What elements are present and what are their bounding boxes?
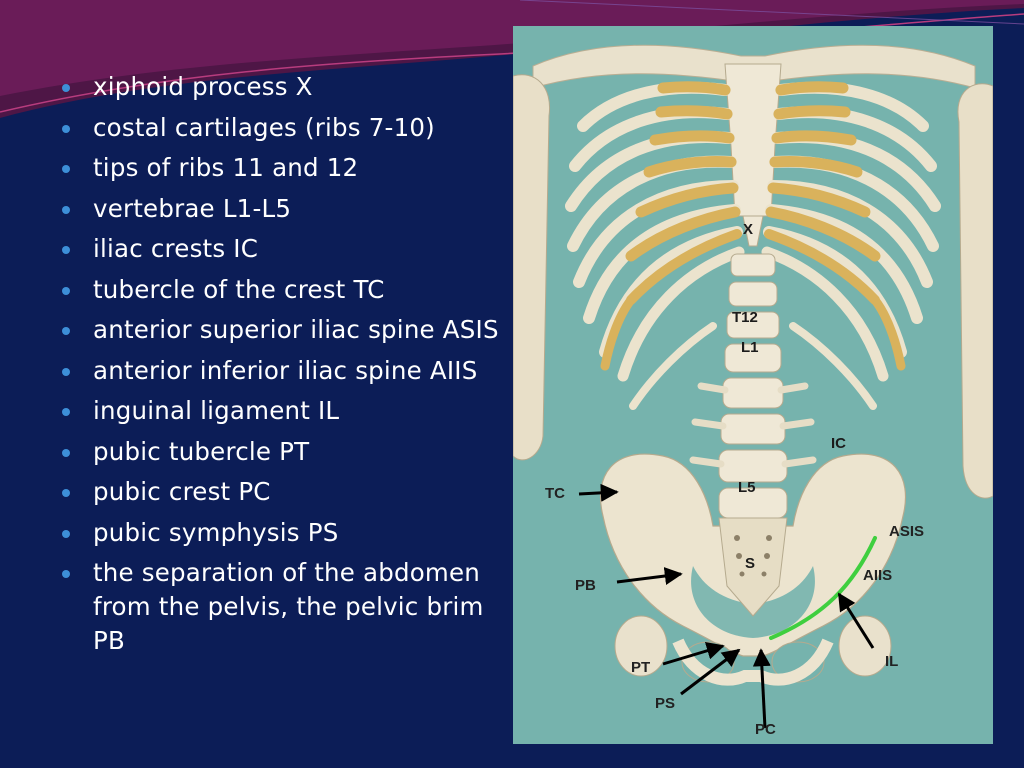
label-ps: PS	[655, 695, 675, 712]
bullet-text: xiphoid process X	[93, 72, 313, 101]
inguinal-ligament	[769, 536, 877, 640]
bullet-text: anterior inferior iliac spine AIIS	[93, 355, 478, 385]
bullet-dot-icon	[62, 489, 70, 497]
bullet-dot-icon	[62, 408, 70, 416]
bullet-item: inguinal ligament IL	[62, 394, 502, 428]
label-l5: L5	[738, 479, 756, 496]
bullet-text: the separation of the abdomen from the p…	[93, 558, 484, 655]
label-aiis: AIIS	[863, 567, 892, 584]
bullet-item: pubic crest PC	[62, 475, 502, 509]
bullet-item: vertebrae L1-L5	[62, 192, 502, 226]
bullet-dot-icon	[62, 165, 70, 173]
skeleton-illustration: X T12 L1 IC L5 TC ASIS AIIS S PB PT PS P…	[513, 44, 993, 738]
bullet-dot-icon	[62, 286, 70, 295]
label-asis: ASIS	[889, 523, 924, 540]
label-pb: PB	[575, 577, 596, 594]
bullet-text: tubercle of the crest TC	[93, 274, 385, 304]
bullet-item: tubercle of the crest TC	[62, 273, 502, 307]
bullet-item: costal cartilages (ribs 7-10)	[62, 111, 502, 145]
bullet-dot-icon	[62, 529, 70, 538]
bullet-item: pubic symphysis PS	[62, 516, 502, 550]
bullet-text: inguinal ligament IL	[93, 396, 340, 425]
label-t12: T12	[732, 309, 758, 326]
label-pt: PT	[631, 659, 650, 676]
bullet-dot-icon	[62, 327, 70, 335]
bullet-item: the separation of the abdomen from the p…	[62, 556, 502, 658]
bullet-item: xiphoid process X	[62, 70, 502, 104]
bullet-text: pubic crest PC	[93, 477, 271, 506]
bullet-text: vertebrae L1-L5	[93, 193, 292, 223]
bullet-text: pubic tubercle PT	[93, 436, 310, 466]
label-il: IL	[885, 653, 898, 670]
label-x: X	[743, 221, 753, 238]
bullet-dot-icon	[62, 124, 70, 133]
bullet-list: xiphoid process X costal cartilages (rib…	[62, 70, 502, 665]
bullet-item: anterior inferior iliac spine AIIS	[62, 354, 502, 388]
bullet-text: anterior superior iliac spine ASIS	[93, 315, 499, 344]
bullet-item: tips of ribs 11 and 12	[62, 151, 502, 185]
skeleton-figure: X T12 L1 IC L5 TC ASIS AIIS S PB PT PS P…	[513, 26, 993, 744]
bullet-item: pubic tubercle PT	[62, 435, 502, 469]
bullet-text: iliac crests IC	[93, 234, 259, 263]
bullet-dot-icon	[62, 246, 70, 254]
bullet-item: iliac crests IC	[62, 232, 502, 266]
label-pc: PC	[755, 721, 776, 738]
label-tc: TC	[545, 485, 565, 502]
bullet-dot-icon	[62, 367, 70, 376]
label-ic: IC	[831, 435, 846, 452]
bullet-item: anterior superior iliac spine ASIS	[62, 313, 502, 347]
bullet-dot-icon	[62, 448, 70, 457]
bullet-dot-icon	[62, 84, 70, 92]
label-l1: L1	[741, 339, 759, 356]
bullet-dot-icon	[62, 570, 70, 578]
label-s: S	[745, 555, 755, 572]
bullet-text: pubic symphysis PS	[93, 517, 339, 547]
bullet-text: costal cartilages (ribs 7-10)	[93, 112, 435, 142]
bullet-text: tips of ribs 11 and 12	[93, 153, 359, 182]
bullet-dot-icon	[62, 205, 70, 214]
